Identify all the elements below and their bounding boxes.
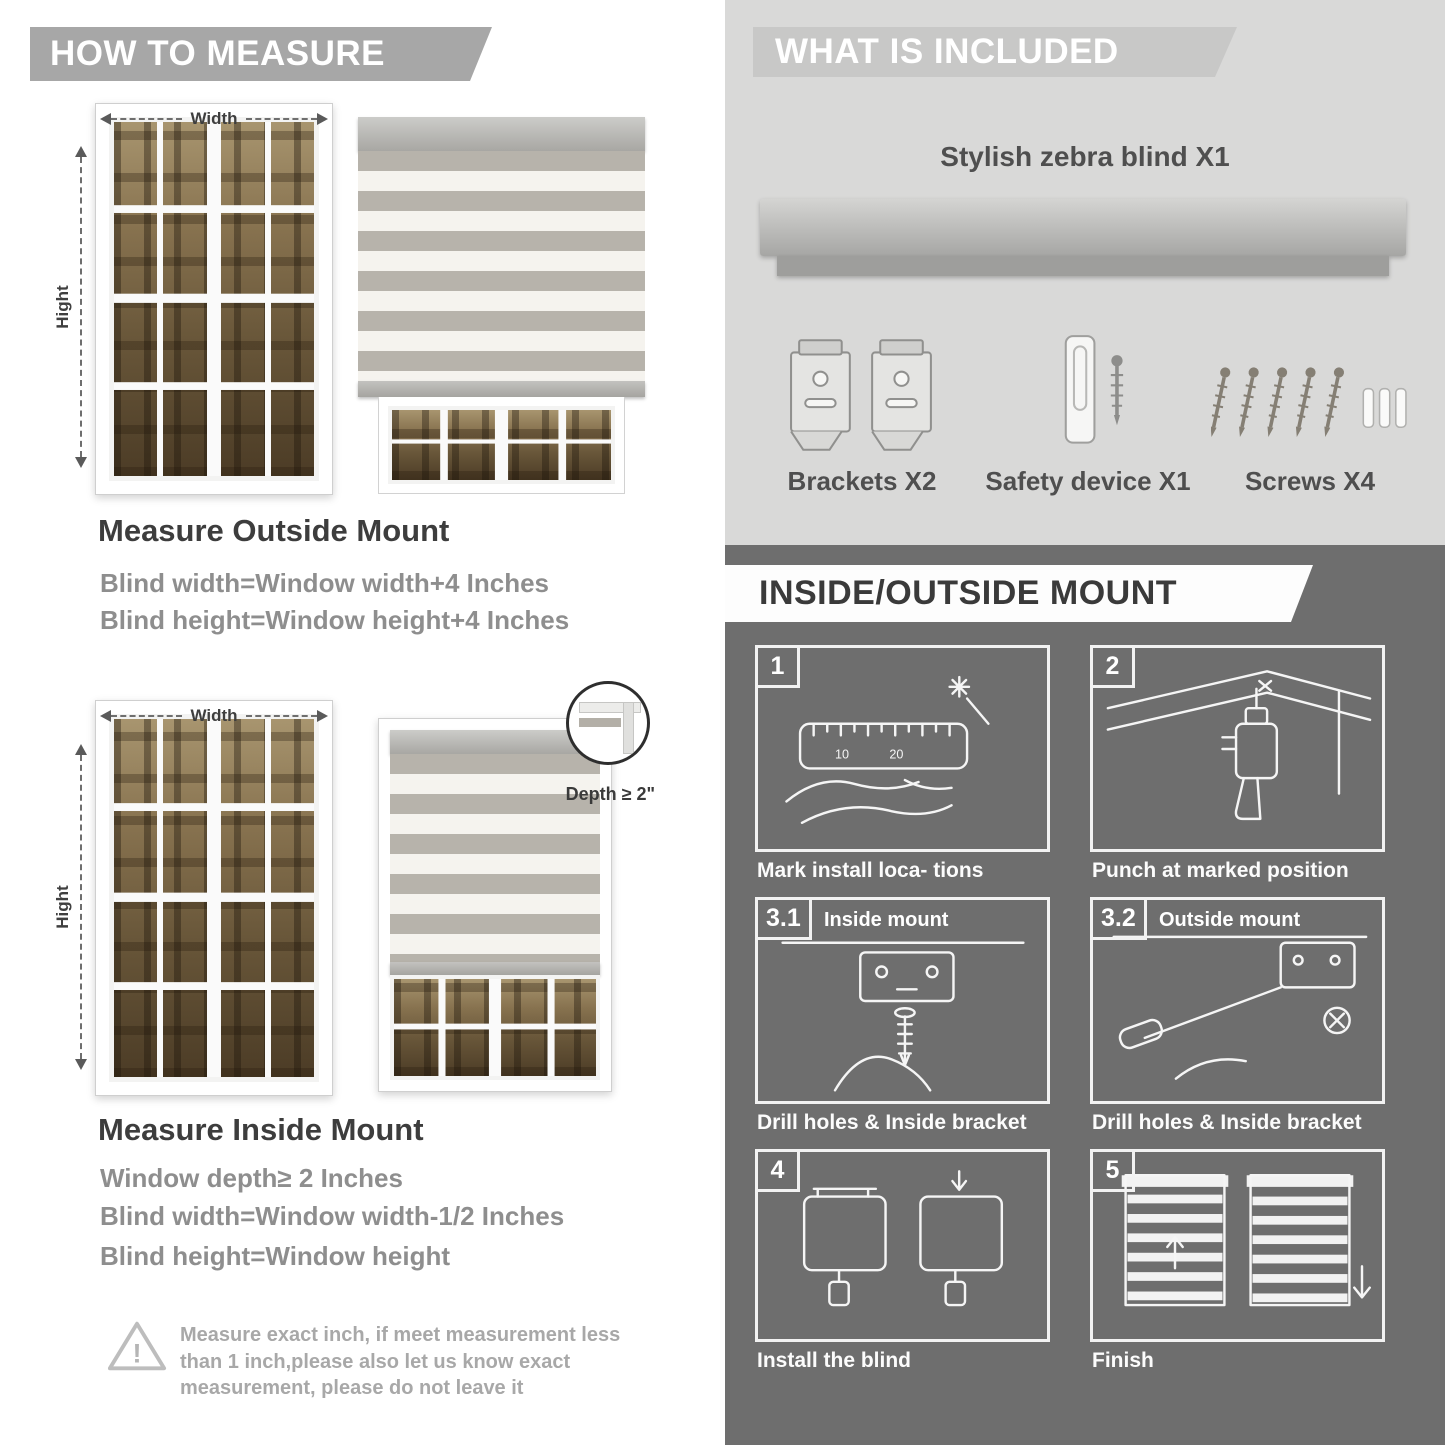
height-measure-outside <box>74 146 88 468</box>
window-below-blind <box>378 397 625 494</box>
svg-text:20: 20 <box>889 748 903 762</box>
how-to-measure-header: HOW TO MEASURE <box>30 27 492 81</box>
how-to-measure-title: HOW TO MEASURE <box>50 34 385 73</box>
window-illustration-inside <box>95 700 333 1096</box>
safety-device-icon <box>1064 335 1124 444</box>
step-5-illustration <box>1121 1174 1371 1307</box>
mount-instructions-section: INSIDE/OUTSIDE MOUNT 1 10 20 2 <box>725 545 1445 1445</box>
window-illustration-outside <box>95 103 333 495</box>
step-panel-4: 4 <box>755 1149 1050 1342</box>
how-to-measure-section: HOW TO MEASURE Width Hight <box>30 27 655 1400</box>
what-is-included-header: WHAT IS INCLUDED <box>753 27 1237 77</box>
step-mount-type-label: Outside mount <box>1159 909 1301 931</box>
safety-device-label: Safety device X1 <box>985 466 1191 496</box>
step-1-caption: Mark install loca- tions <box>757 859 984 882</box>
step-number: 3.1 <box>758 900 812 940</box>
step-panel-3-1: 3.1 Inside mount <box>755 897 1050 1104</box>
step-number: 3.2 <box>1093 900 1147 940</box>
window-below-blind <box>390 975 600 1080</box>
arrow-right-icon <box>317 113 328 125</box>
step-number: 5 <box>1093 1152 1135 1192</box>
step-3-2-illustration <box>1112 935 1368 1080</box>
zebra-blind-fascia <box>777 256 1389 276</box>
window-glass <box>109 117 319 481</box>
blind-bottom-rail <box>390 962 600 975</box>
step-panel-5: 5 <box>1090 1149 1385 1342</box>
brackets-icon <box>790 339 932 451</box>
step-3-1-illustration <box>781 941 1025 1092</box>
step-number: 1 <box>758 648 800 688</box>
mount-header-title: INSIDE/OUTSIDE MOUNT <box>759 574 1178 612</box>
measure-note: Measure exact inch, if meet measurement … <box>180 1324 621 1400</box>
arrow-right-icon <box>317 710 328 722</box>
brackets-label: Brackets X2 <box>787 466 937 496</box>
step-2-caption: Punch at marked position <box>1092 859 1349 882</box>
blind-headrail <box>358 117 645 151</box>
outside-mount-title: Measure Outside Mount <box>98 513 450 548</box>
outside-width-formula: Blind width=Window width+4 Inches <box>100 568 549 598</box>
arrow-down-icon <box>75 457 87 468</box>
step-2-illustration <box>1106 670 1372 821</box>
step-1-illustration: 10 20 <box>785 675 990 824</box>
step-3-1-caption: Drill holes & Inside bracket <box>757 1111 1027 1134</box>
arrow-up-icon <box>75 146 87 157</box>
step-4-illustration <box>802 1170 1004 1307</box>
step-number: 2 <box>1093 648 1135 688</box>
width-label: Width <box>190 109 238 128</box>
width-label: Width <box>190 706 238 725</box>
inside-width-formula: Blind width=Window width-1/2 Inches <box>100 1201 565 1231</box>
svg-text:10: 10 <box>835 748 849 762</box>
depth-detail-callout <box>566 681 650 765</box>
zebra-blind-illustration-outside <box>358 117 645 494</box>
step-number: 4 <box>758 1152 800 1192</box>
step-4-caption: Install the blind <box>757 1349 912 1372</box>
height-measure-inside <box>74 744 88 1070</box>
screws-icon <box>1211 367 1407 438</box>
screws-label: Screws X4 <box>1244 466 1376 496</box>
step-panel-2: 2 <box>1090 645 1385 852</box>
zebra-blind-illustration-inside <box>378 718 612 1092</box>
height-label: Hight <box>53 885 72 929</box>
what-is-included-title: WHAT IS INCLUDED <box>775 32 1119 71</box>
step-5-caption: Finish <box>1092 1349 1154 1372</box>
inside-mount-title: Measure Inside Mount <box>98 1112 424 1147</box>
arrow-left-icon <box>100 113 111 125</box>
mount-header: INSIDE/OUTSIDE MOUNT <box>725 565 1313 622</box>
product-label: Stylish zebra blind X1 <box>940 141 1230 172</box>
svg-text:!: ! <box>132 1337 141 1368</box>
arrow-down-icon <box>75 1059 87 1070</box>
step-mount-type-label: Inside mount <box>824 909 949 931</box>
step-3-2-caption: Drill holes & Inside bracket <box>1092 1111 1362 1134</box>
step-panel-3-2: 3.2 Outside mount <box>1090 897 1385 1104</box>
warning-icon: ! <box>107 1321 167 1371</box>
outside-height-formula: Blind height=Window height+4 Inches <box>100 605 570 635</box>
width-measure-inside: Width <box>100 706 328 725</box>
height-label: Hight <box>53 285 72 329</box>
blind-bottom-rail <box>358 381 645 397</box>
inside-depth-formula: Window depth≥ 2 Inches <box>100 1163 403 1193</box>
blind-stripes <box>358 151 645 381</box>
arrow-up-icon <box>75 744 87 755</box>
window-glass <box>109 714 319 1082</box>
depth-label: Depth ≥ 2" <box>565 784 655 804</box>
blind-stripes <box>390 754 600 962</box>
zebra-blind-headrail-product <box>760 199 1406 256</box>
what-is-included-section: WHAT IS INCLUDED Stylish zebra blind X1 <box>725 0 1445 545</box>
width-measure-outside: Width <box>100 109 328 128</box>
arrow-left-icon <box>100 710 111 722</box>
step-panel-1: 1 10 20 <box>755 645 1050 852</box>
blind-headrail <box>390 730 600 754</box>
inside-height-formula: Blind height=Window height <box>100 1241 450 1271</box>
